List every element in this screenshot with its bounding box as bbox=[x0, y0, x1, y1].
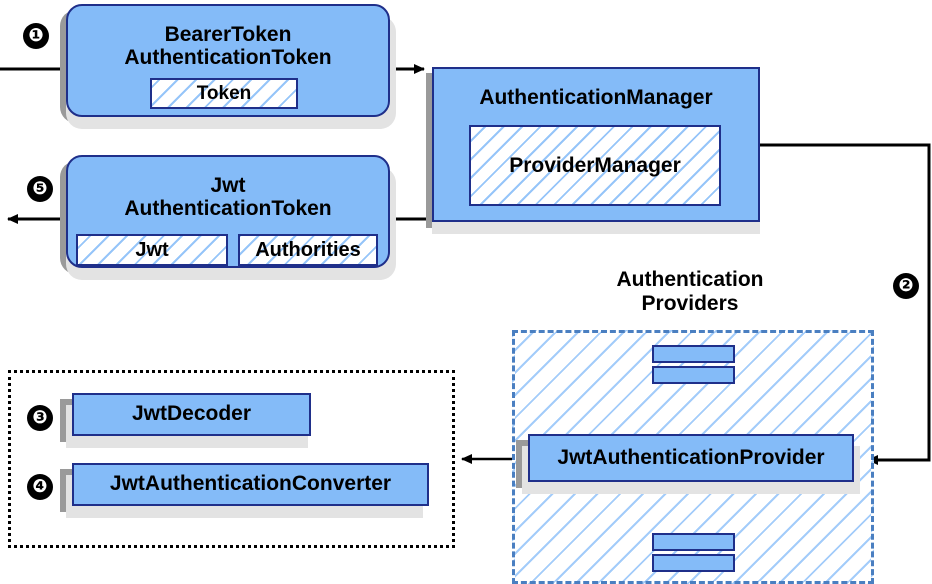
bearer-token-title-line2: AuthenticationToken bbox=[124, 45, 332, 69]
provider-bar-lower-1 bbox=[652, 533, 735, 551]
step-marker-3: ❸ bbox=[27, 405, 53, 431]
jwt-token-title-line1: Jwt bbox=[210, 173, 246, 197]
node-jwt-decoder[interactable]: JwtDecoder bbox=[72, 393, 311, 436]
jwt-token-title-line2: AuthenticationToken bbox=[124, 196, 332, 220]
inner-box-jwt: Jwt bbox=[76, 234, 228, 266]
step-marker-4: ❹ bbox=[27, 474, 53, 500]
step-marker-2: ❷ bbox=[893, 273, 919, 299]
step-marker-1: ❶ bbox=[23, 23, 49, 49]
provider-bar-lower-2 bbox=[652, 554, 735, 572]
inner-box-provider-manager: ProviderManager bbox=[469, 125, 721, 206]
jwt-helpers-group bbox=[8, 370, 455, 548]
node-bearer-token-authentication-token[interactable]: BearerToken AuthenticationToken bbox=[66, 4, 390, 117]
authentication-providers-caption: Authentication Providers bbox=[545, 268, 835, 315]
step-marker-5: ❺ bbox=[27, 176, 53, 202]
providers-caption-line1: Authentication bbox=[616, 268, 764, 291]
provider-bar-upper-2 bbox=[652, 366, 735, 384]
inner-box-authorities: Authorities bbox=[238, 234, 378, 266]
providers-caption-line2: Providers bbox=[641, 291, 739, 315]
inner-box-token: Token bbox=[150, 78, 298, 109]
node-jwt-authentication-provider[interactable]: JwtAuthenticationProvider bbox=[528, 434, 854, 482]
bearer-token-title-line1: BearerToken bbox=[164, 22, 292, 46]
node-jwt-authentication-converter[interactable]: JwtAuthenticationConverter bbox=[72, 463, 429, 506]
provider-bar-upper-1 bbox=[652, 345, 735, 363]
authentication-manager-title: AuthenticationManager bbox=[479, 86, 713, 109]
